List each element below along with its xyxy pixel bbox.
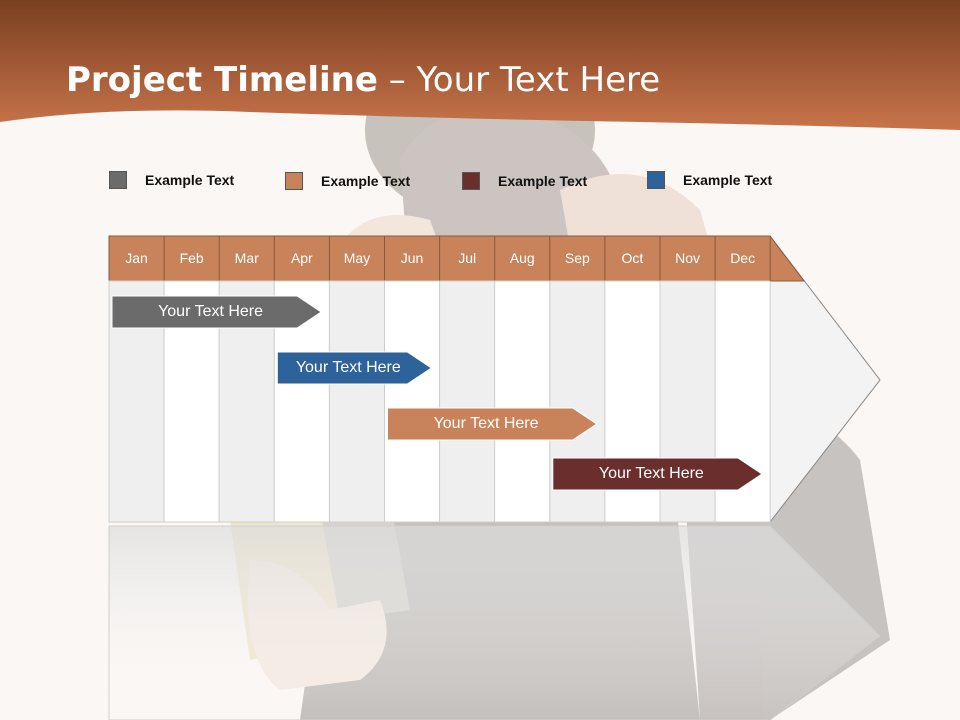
legend-label: Example Text — [683, 172, 773, 188]
legend-item-4: Example Text — [647, 171, 772, 189]
month-label-mar: Mar — [234, 250, 259, 266]
month-label-jul: Jul — [458, 250, 477, 266]
month-label-sep: Sep — [564, 250, 590, 266]
month-label-oct: Oct — [621, 250, 644, 266]
month-label-nov: Nov — [675, 250, 700, 266]
legend-label: Example Text — [145, 172, 235, 188]
header-band — [0, 0, 960, 130]
month-column — [439, 280, 496, 523]
task-bar-2[interactable] — [276, 351, 433, 385]
legend-label: Example Text — [498, 173, 588, 189]
month-column — [494, 280, 551, 523]
title-rest: – Your Text Here — [377, 60, 661, 100]
legend-item-1: Example Text — [109, 171, 234, 189]
task-bar-1[interactable] — [111, 295, 323, 329]
legend-item-3: Example Text — [462, 172, 587, 190]
task-bar-4[interactable] — [552, 457, 763, 491]
task-label-1[interactable]: Your Text Here — [158, 303, 264, 320]
task-label-3[interactable]: Your Text Here — [433, 415, 539, 432]
task-label-4[interactable]: Your Text Here — [598, 465, 704, 482]
timeline-reflection — [108, 525, 881, 720]
month-column — [384, 280, 441, 523]
month-column — [328, 280, 385, 523]
month-label-aug: Aug — [509, 250, 535, 266]
title-bold: Project Timeline — [66, 60, 378, 100]
month-label-apr: Apr — [290, 250, 313, 266]
month-label-feb: Feb — [179, 250, 204, 266]
month-label-jan: Jan — [125, 250, 148, 266]
legend-item-2: Example Text — [285, 172, 410, 190]
task-bar-3[interactable] — [387, 407, 598, 441]
task-label-2[interactable]: Your Text Here — [295, 359, 401, 376]
legend-swatch — [647, 171, 665, 189]
month-label-dec: Dec — [730, 250, 756, 266]
month-label-may: May — [343, 250, 371, 266]
legend-swatch — [462, 172, 480, 190]
month-label-jun: Jun — [400, 250, 424, 266]
legend-label: Example Text — [321, 173, 411, 189]
legend-swatch — [109, 171, 127, 189]
legend-swatch — [285, 172, 303, 190]
slide-title: Project Timeline – Your Text Here — [66, 60, 660, 100]
